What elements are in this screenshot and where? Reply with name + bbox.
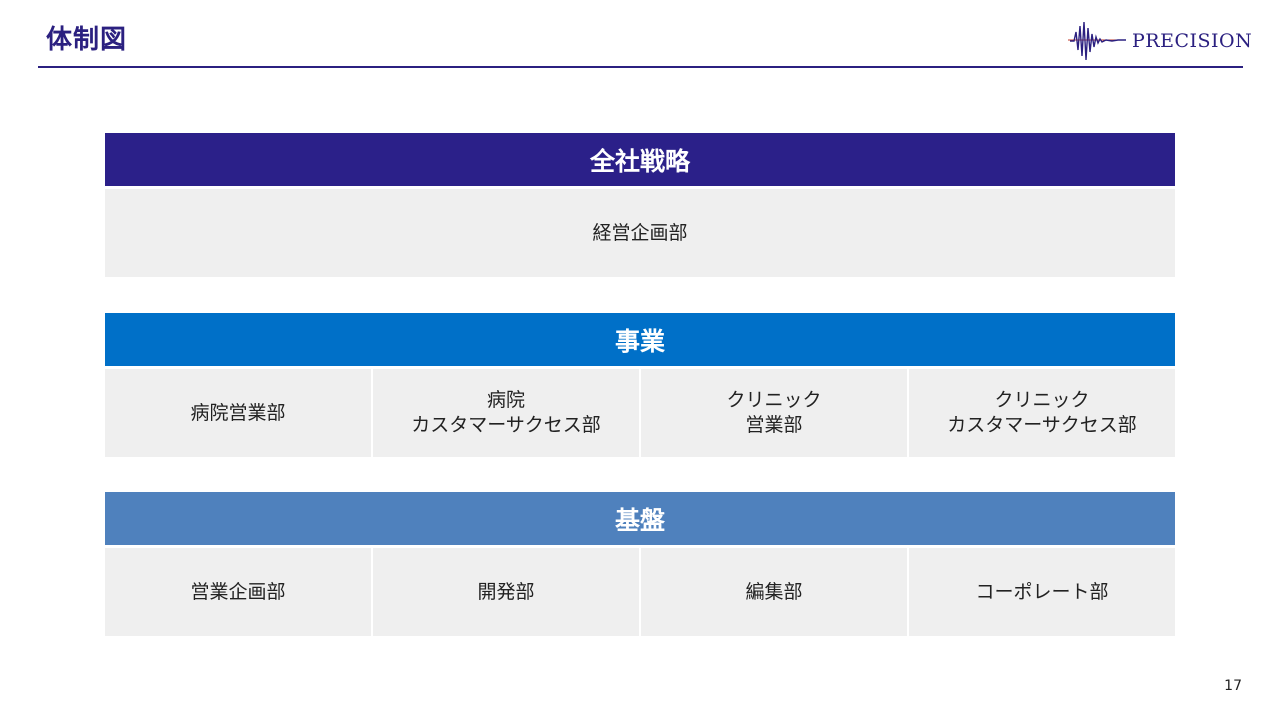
cell-label: クリニック — [726, 389, 822, 411]
org-cell: クリニック カスタマーサクセス部 — [909, 369, 1175, 457]
header-divider — [38, 66, 1243, 68]
cell-label: カスタマーサクセス部 — [411, 414, 601, 436]
section-cells: 営業企画部 開発部 編集部 コーポレート部 — [105, 548, 1175, 636]
org-cell: 病院営業部 — [105, 369, 371, 457]
cell-label: 経営企画部 — [592, 221, 688, 244]
section-cells: 病院営業部 病院 カスタマーサクセス部 クリニック 営業部 クリニック カスタマ… — [105, 369, 1175, 457]
org-cell: 編集部 — [641, 548, 907, 636]
org-cell: 開発部 — [373, 548, 639, 636]
section-header: 基盤 — [105, 492, 1175, 545]
section-foundation: 基盤 営業企画部 開発部 編集部 コーポレート部 — [105, 492, 1175, 636]
org-cell: コーポレート部 — [909, 548, 1175, 636]
page-title: 体制図 — [46, 25, 128, 55]
org-cell: 営業企画部 — [105, 548, 371, 636]
cell-label: 営業企画部 — [190, 580, 286, 603]
logo-text: PRECISION — [1132, 30, 1253, 52]
section-cells: 経営企画部 — [105, 189, 1175, 277]
org-cell: クリニック 営業部 — [641, 369, 907, 457]
precision-logo: PRECISION — [1068, 18, 1252, 64]
cell-label: 病院 — [486, 389, 525, 411]
section-business: 事業 病院営業部 病院 カスタマーサクセス部 クリニック 営業部 クリニック カ… — [105, 313, 1175, 457]
section-header: 全社戦略 — [105, 133, 1175, 186]
cell-label: クリニック — [994, 389, 1090, 411]
org-cell: 経営企画部 — [105, 189, 1175, 277]
cell-label: 編集部 — [745, 580, 803, 603]
cell-label: 開発部 — [477, 580, 535, 603]
page-number: 17 — [1224, 678, 1242, 694]
cell-label: 営業部 — [745, 414, 803, 436]
org-cell: 病院 カスタマーサクセス部 — [373, 369, 639, 457]
cell-label: コーポレート部 — [975, 580, 1109, 603]
waveform-icon — [1068, 21, 1126, 61]
section-corporate-strategy: 全社戦略 経営企画部 — [105, 133, 1175, 277]
cell-label: 病院営業部 — [190, 401, 286, 424]
cell-label: カスタマーサクセス部 — [947, 414, 1137, 436]
section-header: 事業 — [105, 313, 1175, 366]
